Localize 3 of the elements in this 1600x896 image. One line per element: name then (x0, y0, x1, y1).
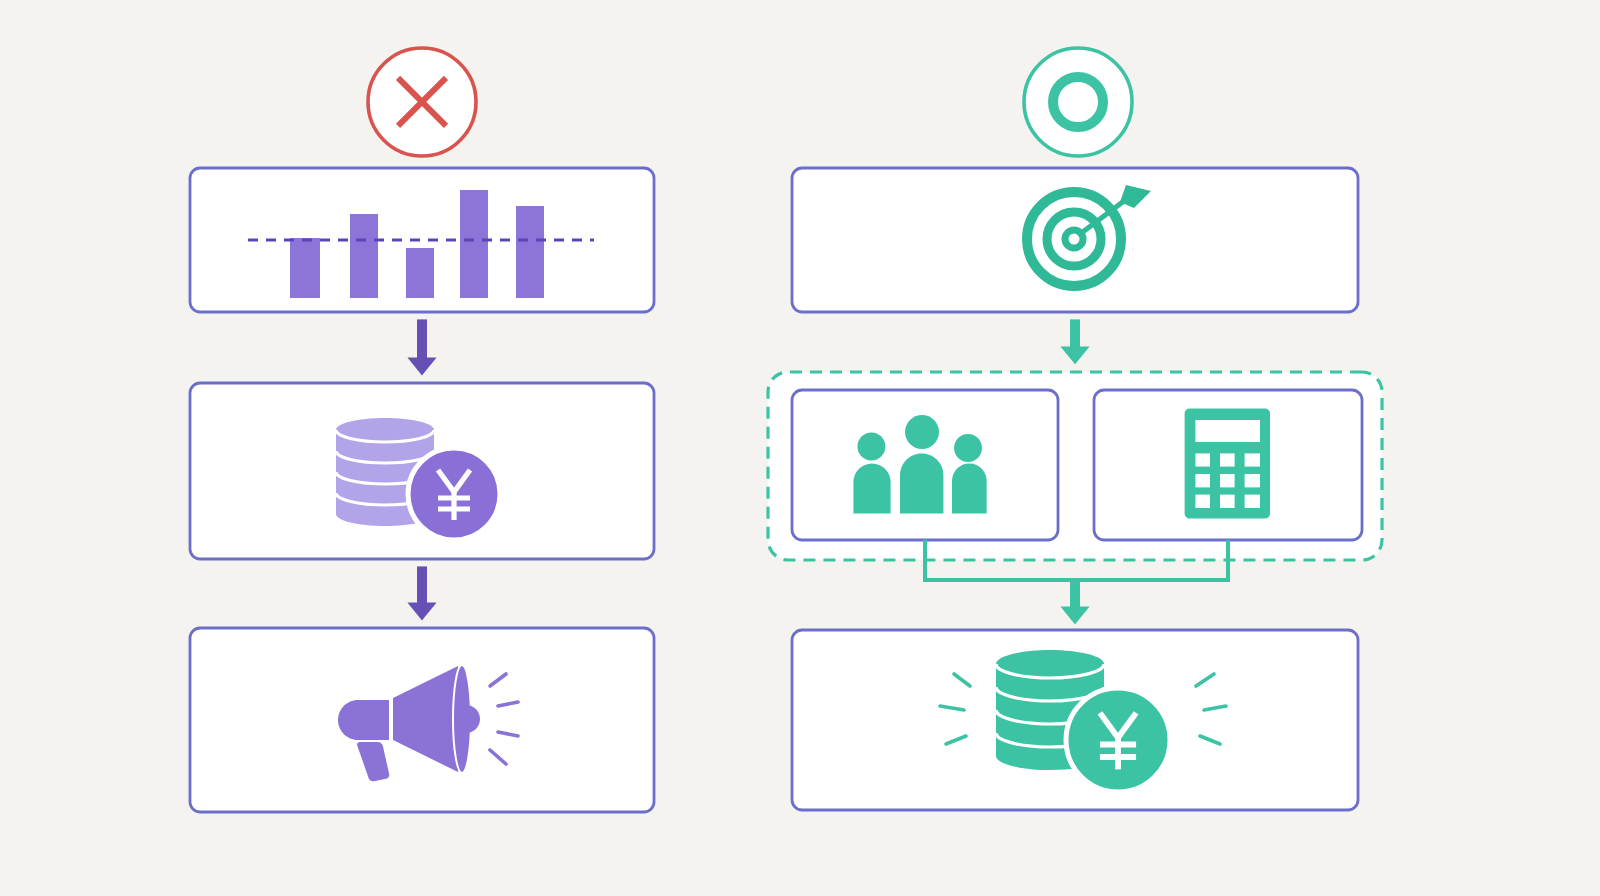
panel (790, 166, 1360, 314)
circle-badge (366, 46, 478, 158)
circle-badge (1022, 46, 1134, 158)
